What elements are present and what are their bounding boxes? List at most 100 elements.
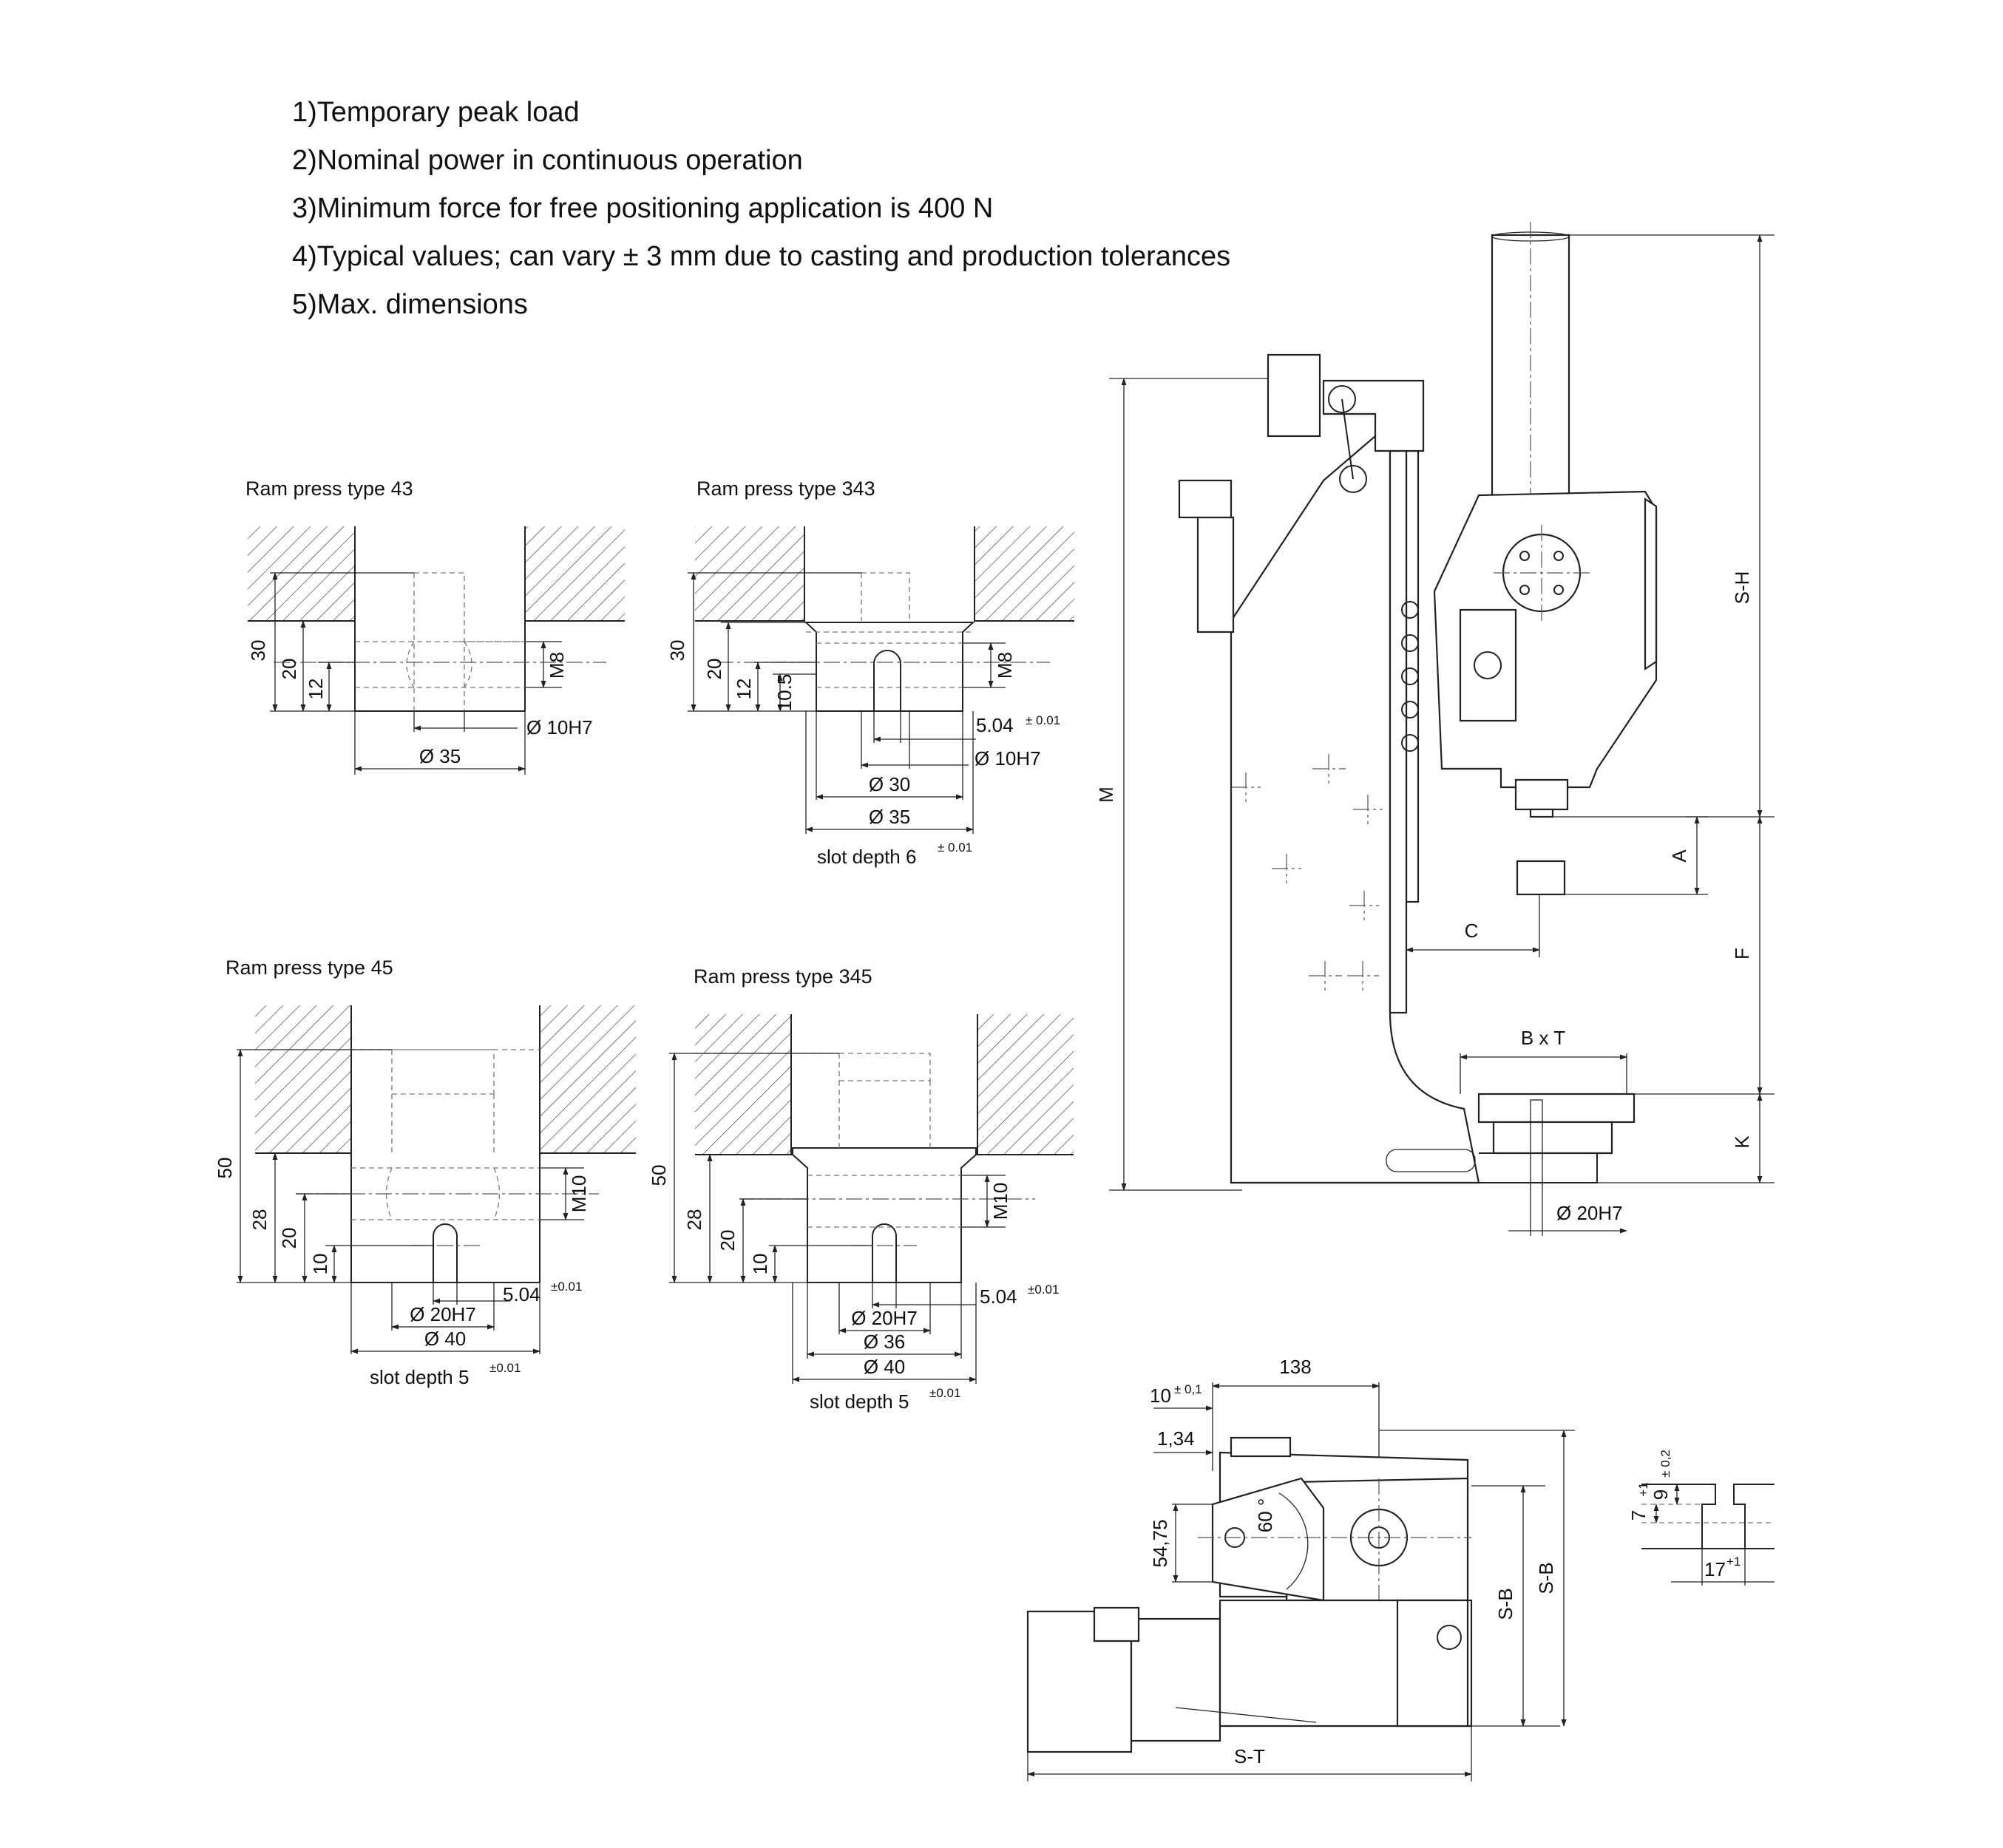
hatch-left xyxy=(255,1005,351,1153)
bolt-4 xyxy=(1553,585,1564,595)
footnote-4: 4)Typical values; can vary ± 3 mm due to… xyxy=(292,241,1231,272)
m-extension xyxy=(1109,378,1287,1191)
dim-28: 28 xyxy=(248,1209,271,1231)
detail-ram-press-343: Ram press type 343 30 20 12 10.5 M8 5.04… xyxy=(666,478,1074,868)
dim-50: 50 xyxy=(214,1158,236,1179)
dim-10-tol: ± 0,1 xyxy=(1174,1382,1202,1396)
dim-17: 17 xyxy=(1704,1558,1726,1580)
dim-20: 20 xyxy=(278,1228,300,1249)
footnotes-list: 1)Temporary peak load 2)Nominal power in… xyxy=(292,89,1230,329)
pivot-circle xyxy=(1328,385,1356,413)
dim-m: M xyxy=(1095,787,1117,803)
bore-diameter: Ø 10H7 xyxy=(975,747,1041,770)
lower-right-block xyxy=(1396,1599,1469,1728)
bore-extension xyxy=(861,711,910,769)
detail-ram-press-345: Ram press type 345 50 28 20 10 M10 5.04 … xyxy=(648,965,1074,1413)
top-centerline xyxy=(1198,1478,1471,1600)
dim-50: 50 xyxy=(648,1165,670,1186)
side-view: M S-H xyxy=(1095,222,1775,1236)
t-slot-detail: 7 +1 9 ± 0,2 17 +1 xyxy=(1627,1450,1775,1586)
ram-tip xyxy=(1529,808,1554,818)
base-handle xyxy=(1386,1149,1476,1172)
t-slot-profile xyxy=(1641,1484,1775,1549)
top-view: 138 10 ± 0,1 1,34 54,75 60 ° S- xyxy=(1026,1356,1575,1781)
slot-width-tol: ±0.01 xyxy=(1028,1283,1059,1297)
head-cover xyxy=(1644,497,1658,671)
slot-width-tol: ± 0.01 xyxy=(1026,713,1060,727)
bore-diameter: Ø 20H7 xyxy=(410,1303,476,1325)
hatch-right xyxy=(977,1014,1074,1155)
bearing-centerline xyxy=(1494,525,1590,621)
hatch-left xyxy=(695,526,804,621)
detail-345-title: Ram press type 345 xyxy=(694,965,872,988)
extension-lines xyxy=(237,1049,584,1283)
outer-diameter: Ø 40 xyxy=(864,1356,905,1378)
slot-depth-tol: ± 0.01 xyxy=(938,840,972,855)
slot-depth: slot depth 5 xyxy=(370,1366,469,1388)
dim-sh: S-H xyxy=(1731,571,1753,605)
bore-diameter: Ø 20H7 xyxy=(851,1307,918,1329)
lower-hole xyxy=(1437,1625,1462,1650)
lower-pivot-circle xyxy=(1339,465,1367,493)
mid-extension xyxy=(816,711,963,800)
extension-lines xyxy=(688,572,1006,712)
hatch-right xyxy=(540,1005,636,1153)
top-connector xyxy=(1230,1436,1292,1458)
angle-60: 60 ° xyxy=(1254,1498,1276,1533)
hidden-lines xyxy=(355,572,525,711)
hatch-right xyxy=(975,526,1074,621)
hidden-lines xyxy=(351,1049,540,1220)
dim-st: S-T xyxy=(1234,1745,1265,1767)
hole-4 xyxy=(1401,701,1419,719)
mid-extension xyxy=(807,1283,962,1359)
sb-inner-extension xyxy=(1471,1485,1560,1727)
ram-outline xyxy=(354,621,526,712)
dim-54-75: 54,75 xyxy=(1149,1519,1171,1567)
detail-45-title: Ram press type 45 xyxy=(226,957,393,979)
extension-lines xyxy=(669,1053,1006,1283)
outer-extension xyxy=(350,1283,540,1354)
table-bore-extension xyxy=(1530,1122,1543,1236)
dim-9-tol: ± 0,2 xyxy=(1658,1450,1672,1478)
dim-10: 10 xyxy=(309,1254,331,1275)
footnote-3: 3)Minimum force for free positioning app… xyxy=(292,193,994,224)
dim-30: 30 xyxy=(247,640,269,662)
housing-outline xyxy=(695,526,1074,622)
dim-10-5: 10.5 xyxy=(773,674,796,712)
motor-connector xyxy=(1178,479,1233,519)
bolt-1 xyxy=(1519,551,1530,561)
ram-outline xyxy=(804,622,975,712)
dim-table-bore: Ø 20H7 xyxy=(1556,1202,1623,1224)
dim-sb-outer: S-B xyxy=(1535,1562,1557,1594)
motor-flange xyxy=(1130,1617,1221,1742)
top-bracket xyxy=(1322,379,1425,452)
hole-3 xyxy=(1401,667,1419,685)
t-slot-hidden xyxy=(1641,1504,1775,1523)
dim-17-tol: +1 xyxy=(1726,1555,1741,1569)
top-connector xyxy=(1267,353,1321,438)
outer-extension xyxy=(354,711,526,775)
dim-a: A xyxy=(1668,849,1690,863)
slot-depth-tol: ±0.01 xyxy=(929,1386,960,1400)
ram-outline xyxy=(792,1147,977,1283)
mounting-marks xyxy=(1231,754,1383,991)
slot-depth: slot depth 5 xyxy=(810,1390,909,1413)
control-box xyxy=(1459,608,1517,722)
angle-arc xyxy=(1278,1492,1309,1590)
a-extension xyxy=(1553,816,1708,895)
hatch-right xyxy=(525,526,625,621)
bore-extension xyxy=(391,1283,495,1331)
detail-ram-press-45: Ram press type 45 50 28 20 10 M10 5.04 ±… xyxy=(214,957,636,1388)
hidden-lines xyxy=(806,572,973,688)
dim-9: 9 xyxy=(1650,1489,1672,1500)
cable-connector xyxy=(1093,1606,1140,1643)
slot-width: 5.04 xyxy=(976,714,1014,736)
hatch-left xyxy=(248,526,355,621)
hatch-left xyxy=(695,1014,791,1155)
slot-width-tol: ±0.01 xyxy=(551,1280,582,1294)
outer-diameter: Ø 40 xyxy=(424,1328,466,1350)
lever-arm xyxy=(1341,398,1354,480)
dim-f: F xyxy=(1731,948,1753,959)
detail-ram-press-43: Ram press type 43 30 20 12 M8 Ø 10H7 Ø 3… xyxy=(245,478,625,775)
dim-sb-inner: S-B xyxy=(1494,1588,1516,1620)
